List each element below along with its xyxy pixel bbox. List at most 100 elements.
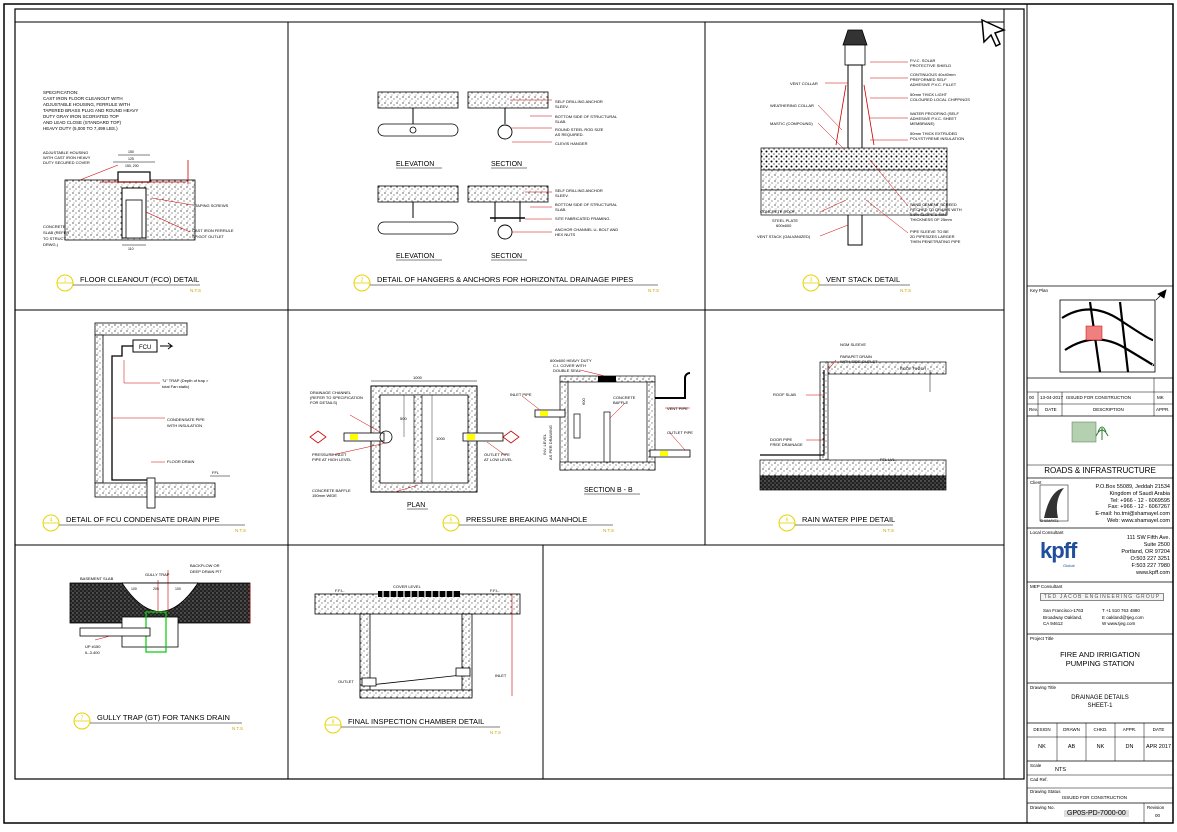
detail-number: 7 [81, 716, 84, 722]
detail-number: 8 [332, 720, 335, 726]
detail-scale: N.T.S [190, 288, 201, 293]
svg-text:110: 110 [128, 247, 134, 251]
svg-text:VENT STACK (GALVANIZED): VENT STACK (GALVANIZED) [757, 234, 811, 239]
svg-text:MASTIC (COMPOUND): MASTIC (COMPOUND) [770, 121, 813, 126]
svg-text:IL-3.400: IL-3.400 [85, 650, 100, 655]
north-arrow-icon [1155, 289, 1167, 301]
detail-number: 1 [64, 278, 67, 284]
svg-text:SITE FABRICATED FRAMING.: SITE FABRICATED FRAMING. [555, 216, 611, 221]
svg-text:F.F.L.: F.F.L. [335, 588, 345, 593]
sign-header-chkd: CHKD. [1093, 727, 1108, 732]
svg-text:TAPING SCREWS: TAPING SCREWS [195, 203, 229, 208]
svg-text:BASEMENT SLAB: BASEMENT SLAB [80, 576, 114, 581]
svg-text:600x600: 600x600 [776, 223, 792, 228]
svg-text:STEEL PLATE: STEEL PLATE [772, 218, 798, 223]
svg-text:COLOURED LOCAL CHIPPINGS: COLOURED LOCAL CHIPPINGS [910, 97, 970, 102]
svg-text:WEATHERING COLLAR: WEATHERING COLLAR [770, 103, 814, 108]
svg-text:CONDENSATE PIPE: CONDENSATE PIPE [167, 417, 205, 422]
svg-text:1000: 1000 [413, 375, 423, 380]
detail-title: GULLY TRAP (GT) FOR TANKS DRAIN [97, 713, 230, 722]
svg-text:THEN PENETRATING PIPE: THEN PENETRATING PIPE [910, 239, 961, 244]
svg-text:600: 600 [581, 398, 586, 405]
svg-text:NGM SLEEVE: NGM SLEEVE [840, 342, 866, 347]
svg-text:50mm THICK LIGHT: 50mm THICK LIGHT [910, 92, 948, 97]
mep-address-left: San Francisco-1763 Broadway Oakland, CA … [1043, 608, 1084, 626]
detail-floor-cleanout: SPECIFICATION: CAST IRON FLOOR CLEANOUT … [43, 90, 234, 251]
svg-text:DEEP DRAIN PIT: DEEP DRAIN PIT [190, 569, 222, 574]
drawing-no-label: Drawing No. [1030, 805, 1055, 810]
svg-text:ELEVATION: ELEVATION [396, 253, 434, 260]
detail-scale: N.T.S [490, 730, 501, 735]
svg-text:BOTTOM SIDE OF STRUCTURAL: BOTTOM SIDE OF STRUCTURAL [555, 202, 618, 207]
drawing-frame [14, 8, 1025, 780]
svg-text:TO STRUCT.: TO STRUCT. [43, 236, 66, 241]
detail-number: 6 [786, 518, 789, 524]
svg-text:DUTY SECURED COVER: DUTY SECURED COVER [43, 160, 90, 165]
svg-text:150mm WIDE: 150mm WIDE [312, 493, 337, 498]
drawing-no: GP0S-PD-7000-00 [1064, 810, 1129, 817]
svg-text:ANCHOR CHANNEL U- BOLT AND: ANCHOR CHANNEL U- BOLT AND [555, 227, 618, 232]
svg-text:500: 500 [400, 416, 407, 421]
svg-text:C.I. COVER WITH: C.I. COVER WITH [553, 363, 586, 368]
detail-title: DETAIL OF HANGERS & ANCHORS FOR HORIZONT… [377, 275, 633, 284]
scale-label: Scale [1030, 763, 1042, 768]
svg-text:OUTLET: OUTLET [338, 679, 354, 684]
drawing-title: DRAINAGE DETAILS SHEET-1 [1071, 695, 1129, 709]
svg-text:P.V.C. SOLAR: P.V.C. SOLAR [910, 58, 935, 63]
svg-text:FLOOR DRAIN: FLOOR DRAIN [167, 459, 194, 464]
local-consultant-label: Local Consultant [1030, 530, 1064, 535]
rev-desc: ISSUED FOR CONSTRUCTION [1066, 395, 1132, 400]
tree-logo-icon [1095, 426, 1109, 440]
title-block [1026, 4, 1173, 823]
svg-text:CONCRETE: CONCRETE [613, 395, 636, 400]
svg-text:FREE DRAINAGE: FREE DRAINAGE [770, 442, 803, 447]
sign-value-drawn: AB [1067, 744, 1076, 750]
detail-scale: N.T.S [232, 726, 243, 731]
svg-text:CLEVIS HANGER: CLEVIS HANGER [555, 141, 588, 146]
svg-text:DUTY GRAY IRON SCORIATED TOP: DUTY GRAY IRON SCORIATED TOP [43, 114, 119, 119]
svg-text:SAND CEMENT SCREED: SAND CEMENT SCREED [910, 202, 957, 207]
svg-text:MEMBRANE): MEMBRANE) [910, 121, 935, 126]
svg-text:total Fan static): total Fan static) [162, 384, 190, 389]
svg-text:F.F.L.: F.F.L. [490, 588, 500, 593]
svg-text:COVER LEVEL: COVER LEVEL [393, 584, 422, 589]
svg-text:50mm THICK EXTRUDED: 50mm THICK EXTRUDED [910, 131, 957, 136]
svg-text:150: 150 [128, 150, 134, 154]
status-label: Drawing Status [1030, 789, 1061, 794]
detail-number: 2 [361, 278, 364, 284]
revision-value: 00 [1155, 813, 1161, 818]
rev-date: 13-04-2017 [1040, 395, 1064, 400]
svg-text:DRAINAGE CHANNEL: DRAINAGE CHANNEL [310, 390, 352, 395]
outer-border [3, 3, 1174, 824]
svg-text:VENT PIPE: VENT PIPE [667, 406, 688, 411]
sign-header-appr: APPR. [1122, 727, 1137, 732]
svg-text:ADHESIVE P.V.C. FILLET: ADHESIVE P.V.C. FILLET [910, 82, 957, 87]
svg-text:OUTLET PIPE: OUTLET PIPE [667, 430, 693, 435]
svg-text:ROUND STEEL ROD SIZE: ROUND STEEL ROD SIZE [555, 127, 604, 132]
rev-header-date: DATE [1045, 407, 1057, 412]
svg-text:FOR DETAILS): FOR DETAILS) [310, 400, 338, 405]
svg-text:FFL: FFL [212, 470, 220, 475]
svg-text:SECTION: SECTION [491, 253, 522, 260]
svg-text:AS REQUIRED.: AS REQUIRED. [555, 132, 584, 137]
detail-title: DETAIL OF FCU CONDENSATE DRAIN PIPE [66, 515, 220, 524]
svg-text:125: 125 [128, 157, 134, 161]
detail-title: PRESSURE BREAKING MANHOLE [466, 515, 587, 524]
svg-text:SLEEV.: SLEEV. [555, 104, 569, 109]
svg-text:INV. LEVEL: INV. LEVEL [542, 433, 547, 455]
sign-value-appr: DN [1125, 744, 1134, 750]
consultant-address: 111 SW Fifth Ave. Suite 2500 Portland, O… [1121, 535, 1170, 576]
svg-text:SLAB.: SLAB. [555, 207, 566, 212]
svg-text:PRESSURE INLET: PRESSURE INLET [312, 452, 347, 457]
project-title-label: Project Title [1030, 636, 1054, 641]
svg-text:BOTTOM SIDE OF STRUCTURAL: BOTTOM SIDE OF STRUCTURAL [555, 114, 618, 119]
svg-text:ADJUSTABLE HOUSING, FERRULE WI: ADJUSTABLE HOUSING, FERRULE WITH [43, 102, 130, 107]
svg-text:UP #150: UP #150 [85, 644, 101, 649]
svg-text:FCU: FCU [139, 345, 151, 351]
detail-hangers: SELF DRILLING ANCHOR SLEEV. BOTTOM SIDE … [377, 91, 618, 261]
svg-text:WITH SIDE OUTLET: WITH SIDE OUTLET [840, 359, 878, 364]
project-title: FIRE AND IRRIGATION PUMPING STATION [1060, 650, 1140, 668]
detail-scale: N.T.S [235, 528, 246, 533]
